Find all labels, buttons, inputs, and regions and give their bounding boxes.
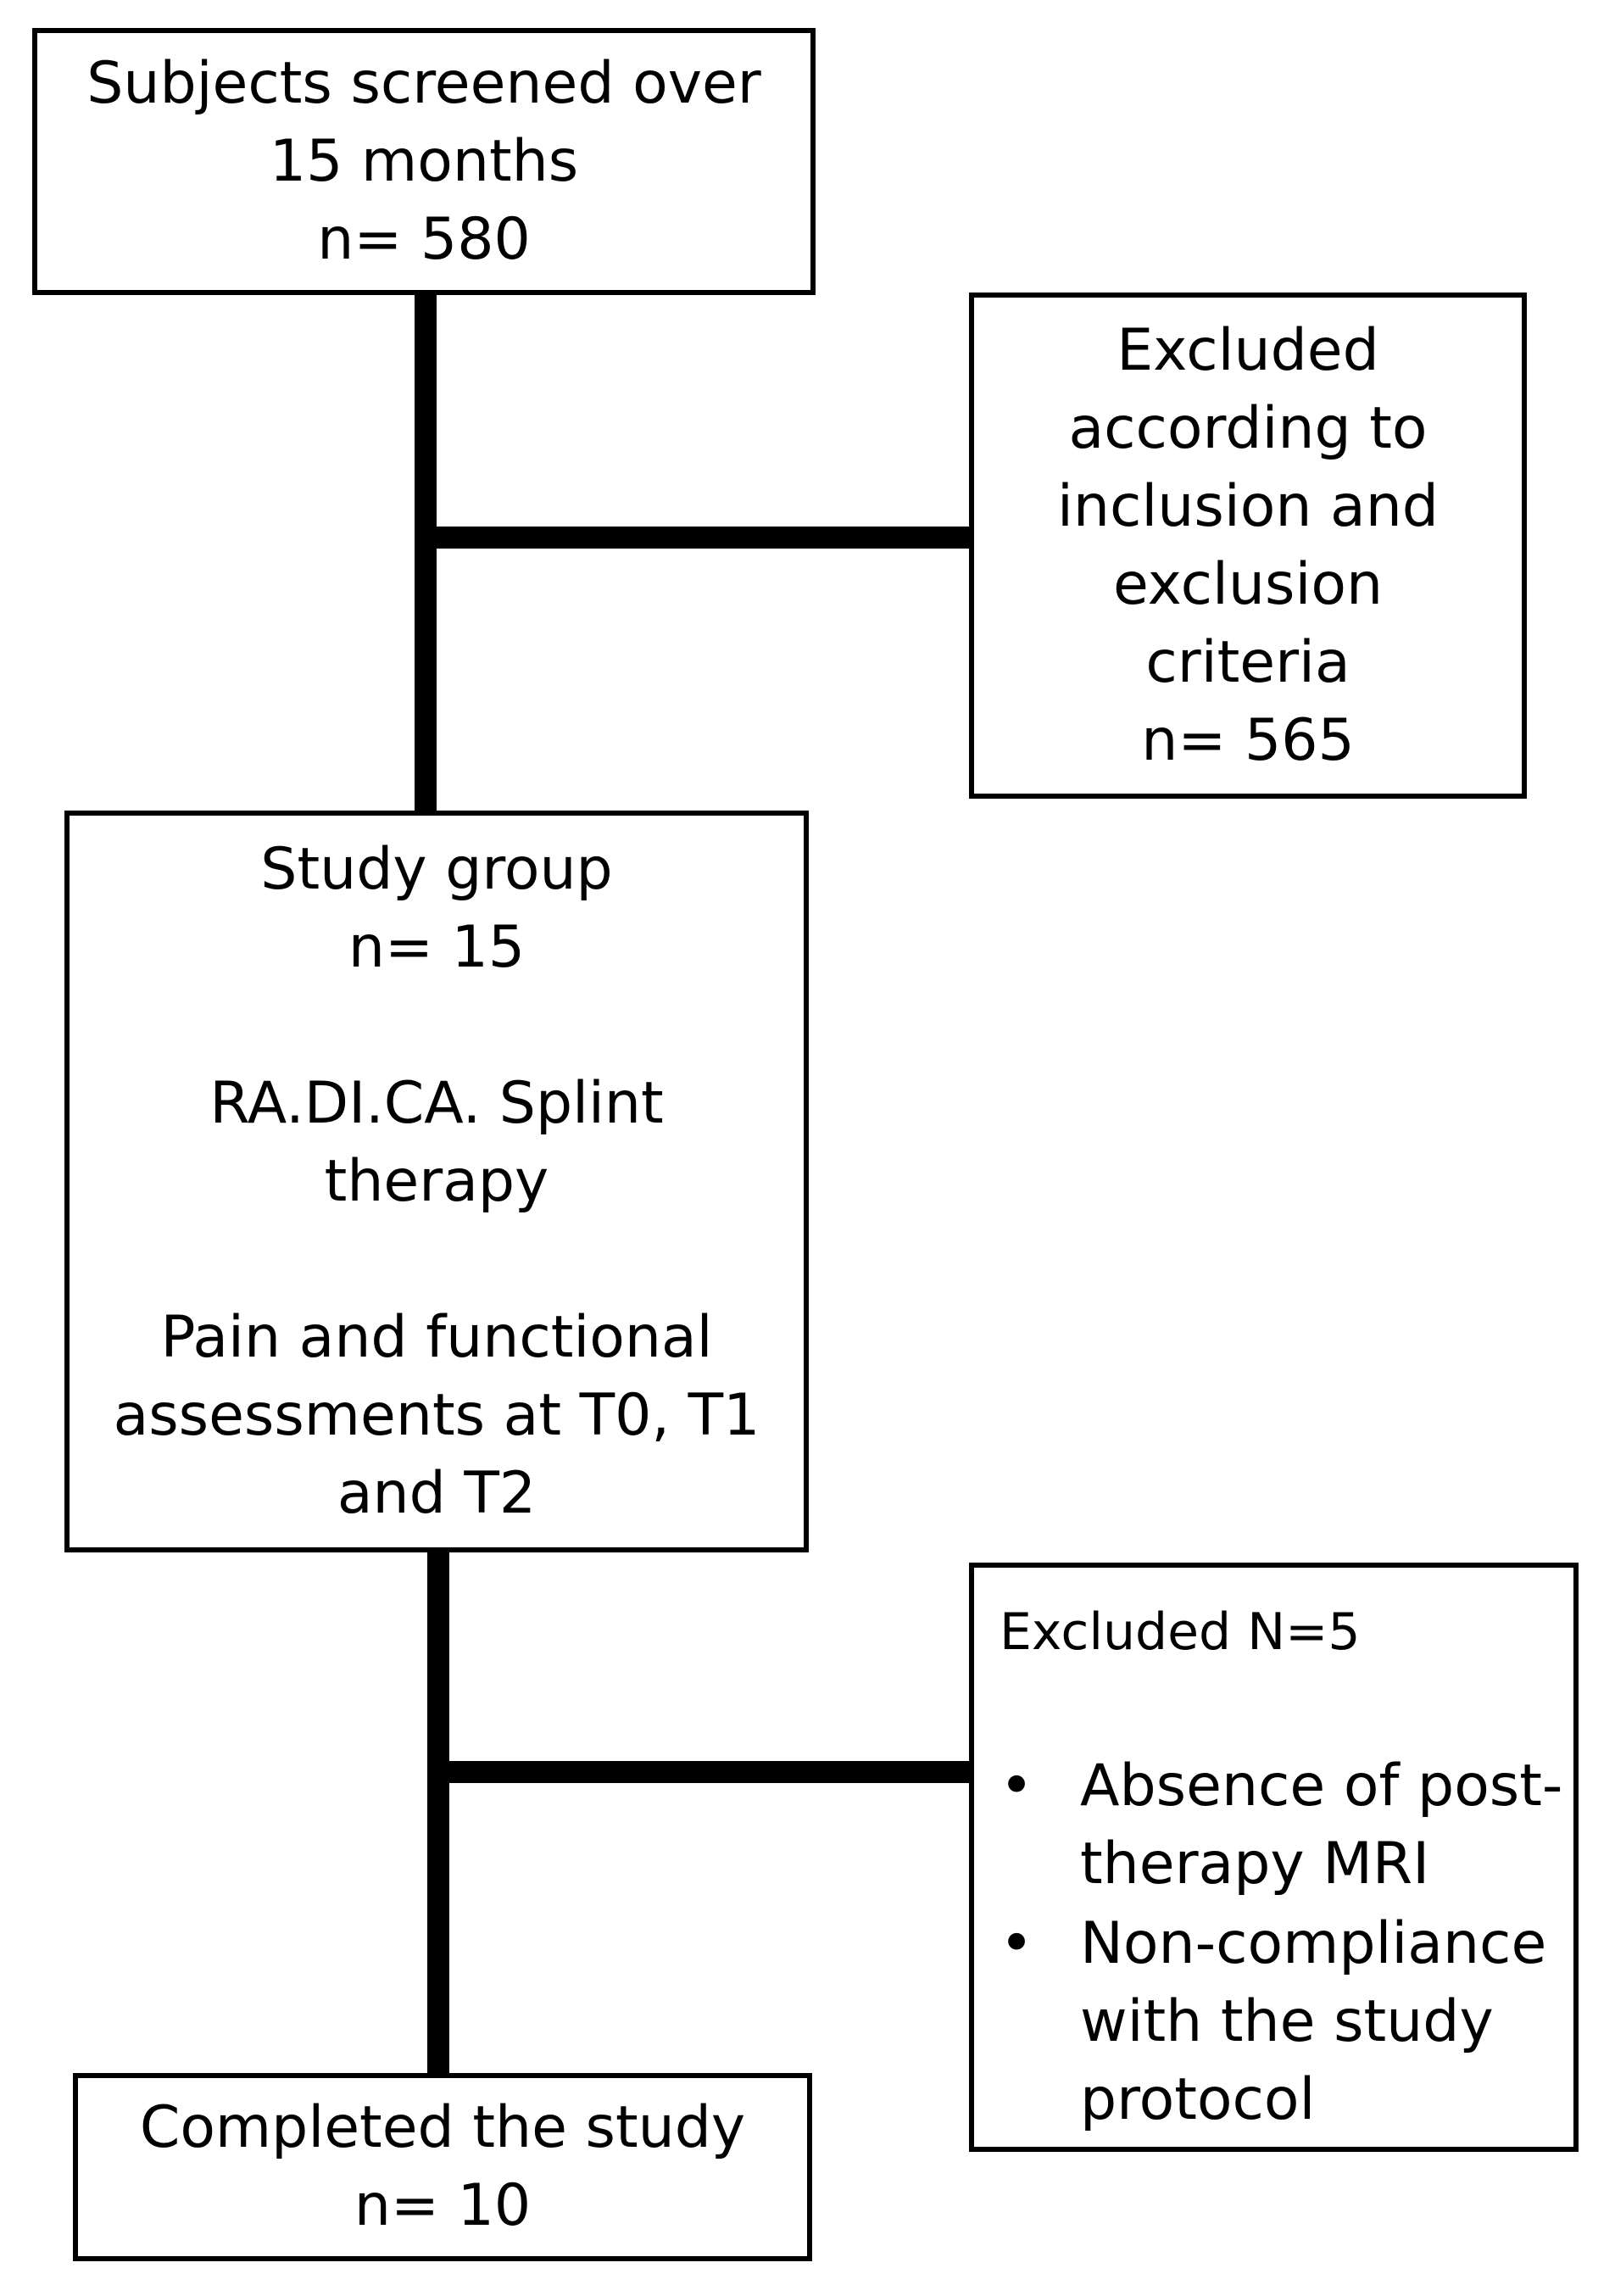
connector-to-excluded-criteria [426,527,972,549]
connector-to-excluded-followup [438,1761,972,1783]
excluded-followup-title: Excluded N=5 [1000,1602,1361,1662]
study-group-title: Study group [260,835,613,903]
therapy-line-1: RA.DI.CA. Splint [209,1069,664,1137]
excluded-criteria-line-3: inclusion and [1057,472,1439,540]
reason-1-line-1: Absence of post- [1080,1753,1563,1820]
connector-study-to-completed [427,1548,449,2078]
screened-line-2: 15 months [269,127,579,195]
excluded-criteria-count: n= 565 [1141,706,1355,774]
completed-title: Completed the study [139,2094,746,2161]
connector-screened-to-study [415,293,437,813]
reason-2-line-2: with the study [1080,1988,1494,2055]
excluded-criteria-line-4: exclusion [1112,550,1384,618]
excluded-criteria-box: Excluded according to inclusion and excl… [969,293,1527,799]
bullet-icon: • [1000,1753,1034,1820]
excluded-criteria-line-1: Excluded [1117,316,1379,384]
bullet-icon: • [1000,1910,1034,1977]
therapy-line-2: therapy [324,1147,549,1215]
excluded-followup-box: Excluded N=5 • Absence of post- therapy … [969,1563,1579,2152]
completed-count: n= 10 [354,2172,532,2239]
study-group-count: n= 15 [348,913,526,981]
screened-box: Subjects screened over 15 months n= 580 [32,28,816,295]
assessments-line-3: and T2 [337,1459,537,1527]
screened-line-1: Subjects screened over [86,49,761,117]
excluded-criteria-line-5: criteria [1145,628,1350,696]
study-group-box: Study group n= 15 RA.DI.CA. Splint thera… [64,811,809,1552]
excluded-criteria-line-2: according to [1068,394,1428,462]
completed-box: Completed the study n= 10 [73,2073,812,2261]
reason-1-line-2: therapy MRI [1080,1831,1430,1898]
reason-2-line-3: protocol [1080,2066,1316,2133]
assessments-line-1: Pain and functional [160,1303,713,1371]
assessments-line-2: assessments at T0, T1 [113,1381,760,1449]
reason-2-line-1: Non-compliance [1080,1910,1547,1977]
screened-count: n= 580 [317,205,531,273]
